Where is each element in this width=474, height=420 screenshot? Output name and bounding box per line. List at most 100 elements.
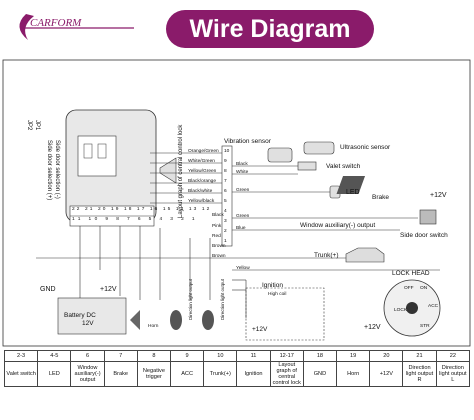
legend-desc: Direction light output L [435, 361, 471, 387]
side-door-switch-label: Side door switch [400, 232, 448, 239]
wire-white: White [236, 170, 249, 175]
wire-orange-green: Orange/Green [188, 149, 219, 154]
page-title-text: Wire Diagram [189, 14, 351, 43]
legend-desc: Direction light output R [402, 361, 437, 387]
lock-position-lock: LOCK [394, 308, 408, 313]
legend-num: 21 [402, 350, 437, 362]
trunk-label: Trunk(+) [314, 252, 339, 259]
legend-desc: Ignition [236, 361, 271, 387]
wire-yellow-green: Yellow/Green [188, 169, 217, 174]
legend-num: 22 [435, 350, 471, 362]
direction-light-l-icon [202, 310, 214, 330]
lock-position-off: OFF [404, 286, 414, 291]
wire-yellow: Yellow [236, 266, 250, 271]
legend-num: 9 [170, 350, 205, 362]
legend-desc: Layout graph of central control lock [269, 361, 304, 387]
legend-num: 19 [336, 350, 371, 362]
gnd-label: GND [40, 286, 56, 293]
high-coil-label: High coil [268, 292, 287, 297]
siren-icon [159, 157, 177, 184]
jp1-desc: Side door selection (-) [54, 140, 60, 199]
brake-label: Brake [372, 194, 389, 201]
right-pin-5: 5 [224, 199, 227, 204]
legend-num: 7 [103, 350, 138, 362]
plus12v-brake-label: +12V [430, 192, 447, 199]
carform-logo: CARFORM [6, 8, 136, 46]
right-pin-6: 6 [224, 189, 227, 194]
legend-num: 18 [302, 350, 338, 362]
central-lock-layout-label: Layout graph of central control lock [178, 124, 184, 218]
legend-num: 4-5 [37, 350, 72, 362]
plus12v-ignition-label: +12V [252, 326, 268, 333]
direction-light-r-icon [170, 310, 182, 330]
legend-numbers-row: 2-3 4-5 6 7 8 9 10 11 12-17 18 19 20 21 … [3, 350, 471, 362]
diagram-border [2, 59, 471, 347]
jumper-block [77, 135, 117, 177]
plus12v-lock-label: +12V [364, 324, 381, 331]
pin-row-bottom: 11 10 9 8 7 6 5 4 3 2 1 [72, 217, 198, 222]
right-pin-10: 10 [224, 149, 230, 154]
legend-num: 20 [369, 350, 404, 362]
jp1-label: JP1 [34, 120, 40, 131]
right-pin-8: 8 [224, 169, 227, 174]
legend-desc: Brake [103, 361, 138, 387]
wire-yellow-black: Yellow/black [188, 199, 215, 204]
wire-blue: Blue [236, 226, 246, 231]
legend-desc: Horn [336, 361, 371, 387]
wire-black-orange: Black/orange [188, 179, 216, 184]
right-pin-1: 1 [224, 239, 227, 244]
lock-position-str: STR [420, 324, 430, 329]
legend-num: 6 [70, 350, 105, 362]
battery-label: Battery DC [64, 312, 96, 319]
legend-desc-row: Valet switch LED Window auxiliary(-) out… [3, 361, 471, 387]
right-pin-7: 7 [224, 179, 227, 184]
legend-table: 2-3 4-5 6 7 8 9 10 11 12-17 18 19 20 21 … [3, 350, 471, 387]
side-door-switch-icon [419, 209, 437, 225]
ultrasonic-sensor-label: Ultrasonic sensor [340, 144, 391, 151]
horn-icon [130, 310, 140, 330]
legend-desc: GND [302, 361, 338, 387]
legend-desc: Trunk(+) [203, 361, 238, 387]
jp2-label: JP2 [26, 120, 32, 131]
legend-desc: Valet switch [3, 361, 39, 387]
wire-diagram-svg [2, 59, 471, 347]
wire-red: Red [212, 234, 221, 239]
right-pin-column [221, 145, 233, 247]
wire-green-b: Green [236, 214, 250, 219]
legend-desc: LED [37, 361, 72, 387]
plus12v-battery-label: +12V [100, 286, 117, 293]
pin-row-top: 22 21 20 19 18 17 16 15 14 13 12 [72, 207, 212, 212]
brake-pedal-icon [336, 176, 366, 194]
wire-green: Green [236, 188, 250, 193]
legend-num: 12-17 [269, 350, 304, 362]
horn-label: Horn [148, 324, 159, 329]
lock-position-acc: ACC [428, 304, 439, 309]
logo-text: CARFORM [30, 17, 82, 29]
vibration-sensor-label: Vibration sensor [224, 138, 271, 145]
wire-brown-a: Brown [212, 244, 226, 249]
legend-desc: Negative trigger [136, 361, 172, 387]
vibration-sensor-icon [267, 147, 293, 163]
ignition-label: Ignition [262, 282, 283, 289]
ignition-relay-box [245, 287, 325, 341]
battery-voltage-label: 12V [82, 320, 94, 327]
legend-desc: +12V [369, 361, 404, 387]
legend-num: 2-3 [3, 350, 39, 362]
lock-head-label: LOCK HEAD [392, 270, 430, 277]
right-pin-3: 3 [224, 219, 227, 224]
header: CARFORM Wire Diagram [0, 0, 474, 58]
direction-light-l-label: Direction light output [220, 278, 225, 320]
right-pin-9: 9 [224, 159, 227, 164]
valet-switch-icon [297, 161, 317, 171]
jp2-desc: Side door selection (+) [46, 140, 52, 201]
legend-desc: Window auxiliary(-) output [70, 361, 105, 387]
legend-num: 11 [236, 350, 271, 362]
window-aux-label: Window auxiliary(-) output [300, 222, 376, 229]
legend-desc: ACC [170, 361, 205, 387]
right-pin-4: 4 [224, 209, 227, 214]
legend-num: 8 [136, 350, 172, 362]
direction-light-r-label: Direction light output [188, 278, 193, 320]
wire-diagram: JP1 JP2 Side door selection (-) Side doo… [0, 58, 474, 348]
lock-position-on: ON [420, 286, 428, 291]
wire-black-white: Black/white [188, 189, 213, 194]
